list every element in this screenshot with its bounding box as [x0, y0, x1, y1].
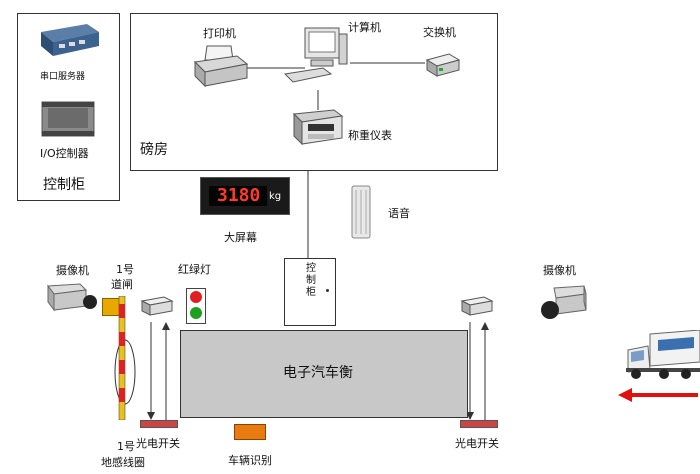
- barrier-label-line2: 道闸: [111, 278, 133, 291]
- truck-icon: [624, 330, 700, 382]
- photo-switch-left-label: 光电开关: [136, 437, 180, 450]
- field-control-cabinet-label: 控 制 柜: [306, 263, 316, 298]
- serial-server-label: 串口服务器: [40, 72, 86, 82]
- vehicle-id-label: 车辆识别: [228, 454, 272, 467]
- switch-label: 交换机: [423, 26, 456, 39]
- weigh-room-title: 磅房: [140, 142, 168, 158]
- photo-switch-left-base: [140, 420, 178, 428]
- loop-label-line1: 1号: [117, 440, 135, 453]
- red-light-icon: [190, 291, 202, 303]
- weigh-room-box: [130, 13, 498, 171]
- photo-switch-right-icon: [460, 295, 494, 317]
- field-control-cabinet: 控 制 柜: [284, 258, 336, 326]
- barrier-arm: [118, 296, 126, 420]
- speaker-icon: [350, 184, 372, 240]
- photo-switch-right-label: 光电开关: [455, 437, 499, 450]
- big-screen-display: 3180 kg: [200, 177, 290, 215]
- io-controller-icon: [40, 100, 96, 138]
- camera-left-icon: [46, 280, 98, 316]
- vehicle-id-device: [234, 424, 266, 440]
- computer-icon: [283, 24, 351, 86]
- big-screen-unit: kg: [269, 191, 282, 202]
- traffic-light-icon: [186, 288, 206, 324]
- cabinet-handle: [326, 289, 329, 292]
- big-screen-value: 3180: [217, 185, 261, 206]
- barrier-label-line1: 1号: [116, 263, 134, 276]
- green-light-icon: [190, 307, 202, 319]
- control-cabinet-title: 控制柜: [43, 177, 85, 193]
- serial-server-icon: [37, 22, 101, 58]
- switch-icon: [425, 52, 461, 78]
- io-controller-label: I/O控制器: [40, 147, 89, 160]
- computer-label: 计算机: [348, 21, 381, 34]
- truck-scale-platform: [180, 330, 468, 418]
- photo-switch-left-icon: [140, 295, 174, 317]
- weighing-indicator-label: 称重仪表: [348, 129, 392, 142]
- camera-right-label: 摄像机: [543, 264, 576, 277]
- speaker-label: 语音: [388, 207, 410, 220]
- printer-icon: [193, 42, 248, 90]
- loop-label-line2: 地感线圈: [101, 456, 145, 469]
- printer-label: 打印机: [203, 27, 236, 40]
- photo-switch-right-base: [460, 420, 498, 428]
- weighing-indicator-icon: [290, 108, 344, 148]
- traffic-light-label: 红绿灯: [178, 263, 211, 276]
- camera-left-label: 摄像机: [56, 264, 89, 277]
- camera-right-icon: [536, 284, 588, 324]
- truck-scale-label: 电子汽车衡: [283, 365, 353, 381]
- big-screen-label: 大屏幕: [224, 231, 257, 244]
